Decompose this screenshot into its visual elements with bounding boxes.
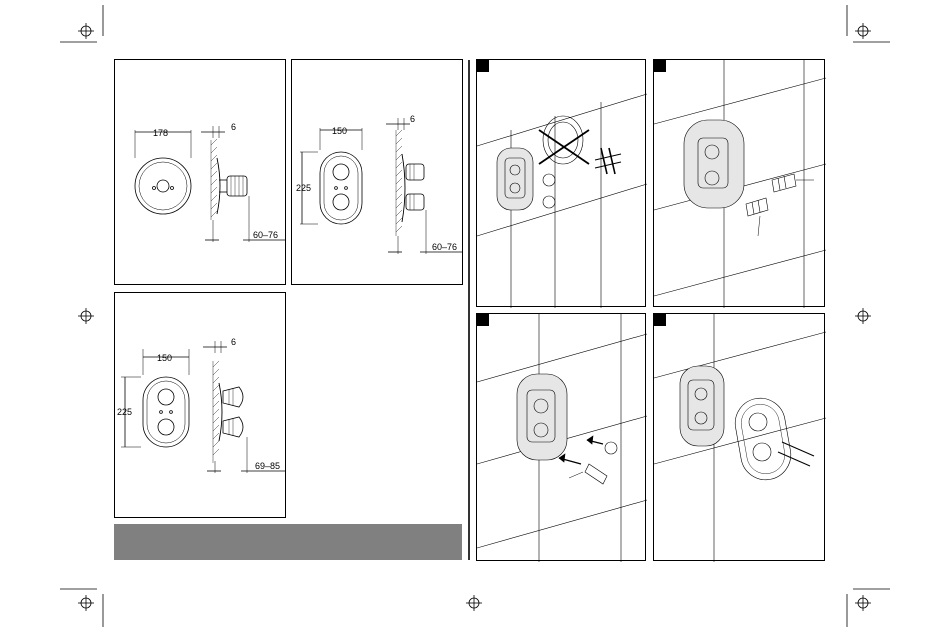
dim-projection-label: 60–76 — [432, 242, 457, 252]
oval-cover-drawing: 150 225 6 60–76 — [292, 60, 464, 286]
step-panel-3 — [476, 313, 646, 561]
step-2-illustration — [654, 60, 826, 308]
dimension-panel-oval-top: 150 225 6 60–76 — [291, 59, 463, 285]
register-mark-icon — [855, 23, 871, 39]
dim-height-label: 225 — [117, 407, 132, 417]
dim-depth-label: 6 — [231, 337, 236, 347]
dim-height-label: 225 — [296, 183, 311, 193]
register-mark-icon — [78, 308, 94, 324]
dim-projection-label: 60–76 — [253, 230, 278, 240]
step-3-illustration — [477, 314, 647, 562]
dim-depth-label: 6 — [410, 114, 415, 124]
oval-cover-drawing-large: 150 225 6 69–85 — [115, 293, 287, 519]
step-1-illustration — [477, 60, 647, 308]
register-mark-icon — [78, 595, 94, 611]
dimension-panel-round: 178 6 60–76 — [114, 59, 286, 285]
dim-width-label: 178 — [153, 128, 168, 138]
dim-width-label: 150 — [157, 353, 172, 363]
step-panel-2 — [653, 59, 825, 307]
register-mark-icon — [466, 595, 482, 611]
register-mark-icon — [855, 595, 871, 611]
dimension-panel-oval-bottom: 150 225 6 69–85 — [114, 292, 286, 518]
dim-width-label: 150 — [332, 126, 347, 136]
step-panel-4 — [653, 313, 825, 561]
register-mark-icon — [78, 23, 94, 39]
step-panel-1 — [476, 59, 646, 307]
round-cover-drawing: 178 6 60–76 — [115, 60, 287, 286]
register-mark-icon — [855, 308, 871, 324]
footer-gray-bar — [114, 524, 462, 560]
step-4-illustration — [654, 314, 826, 562]
dim-depth-label: 6 — [231, 122, 236, 132]
dim-projection-label: 69–85 — [255, 461, 280, 471]
